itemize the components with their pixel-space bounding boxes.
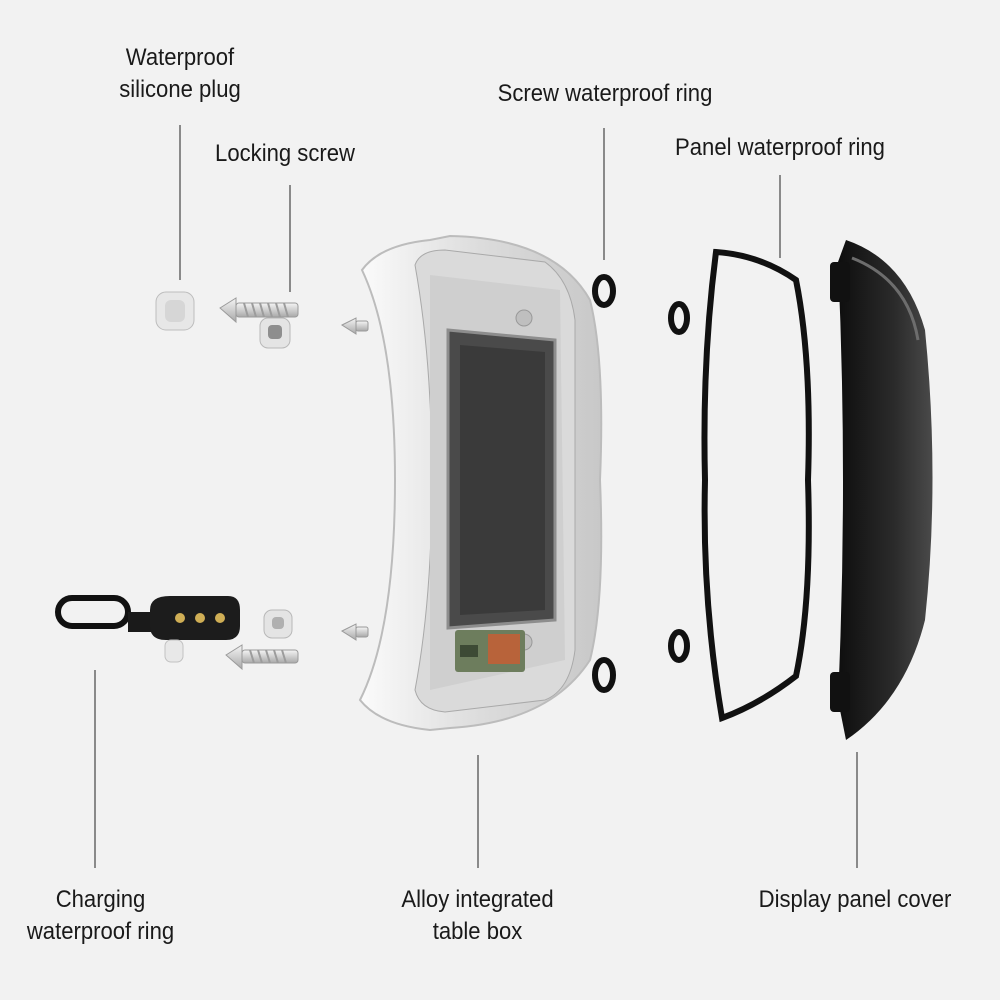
frame-screw-top (340, 317, 369, 335)
screw-ring-2 (668, 301, 690, 335)
locking-nut-top-part (259, 317, 291, 349)
label-panel-ring-line1: Panel waterproof ring (675, 134, 885, 161)
label-silicone-plug-line2: silicone plug (119, 76, 241, 103)
label-table-box-line1: Alloy integrated (401, 886, 554, 913)
label-screw-ring-line1: Screw waterproof ring (497, 80, 713, 107)
leader-lines (94, 125, 858, 868)
screw-ring-3 (668, 629, 690, 663)
label-screw-waterproof-ring: Screw waterproof ring (481, 78, 729, 110)
charging-waterproof-ring-part (55, 595, 131, 629)
screw-ring-1 (592, 274, 616, 308)
label-locking-screw: Locking screw (207, 138, 363, 170)
frame-screw-bottom (340, 623, 369, 641)
locking-screw-bottom-part (225, 644, 299, 671)
label-locking-screw-line1: Locking screw (215, 140, 355, 167)
label-silicone-plug-line1: Waterproof (125, 44, 235, 71)
panel-waterproof-ring-part (701, 248, 812, 723)
label-table-box-line2: table box (432, 918, 523, 945)
display-panel-cover-part (830, 240, 933, 740)
label-display-panel-cover: Display panel cover (749, 884, 961, 916)
label-panel-cover-line1: Display panel cover (758, 886, 952, 913)
locking-screw-top-part (219, 297, 299, 324)
label-panel-waterproof-ring: Panel waterproof ring (665, 132, 895, 164)
alloy-table-box-part (358, 234, 603, 732)
label-charging-ring-line1: Charging (55, 886, 146, 913)
silicone-plug-part (155, 291, 195, 331)
locking-nut-bottom-part (263, 609, 293, 639)
screw-ring-4 (592, 657, 616, 693)
label-silicone-plug: Waterproof silicone plug (116, 42, 245, 106)
label-charging-ring-line2: waterproof ring (26, 918, 175, 945)
label-alloy-table-box: Alloy integrated table box (388, 884, 567, 948)
charging-connector-part (128, 596, 240, 663)
screw-waterproof-rings (592, 274, 690, 693)
label-charging-waterproof-ring: Charging waterproof ring (15, 884, 185, 948)
